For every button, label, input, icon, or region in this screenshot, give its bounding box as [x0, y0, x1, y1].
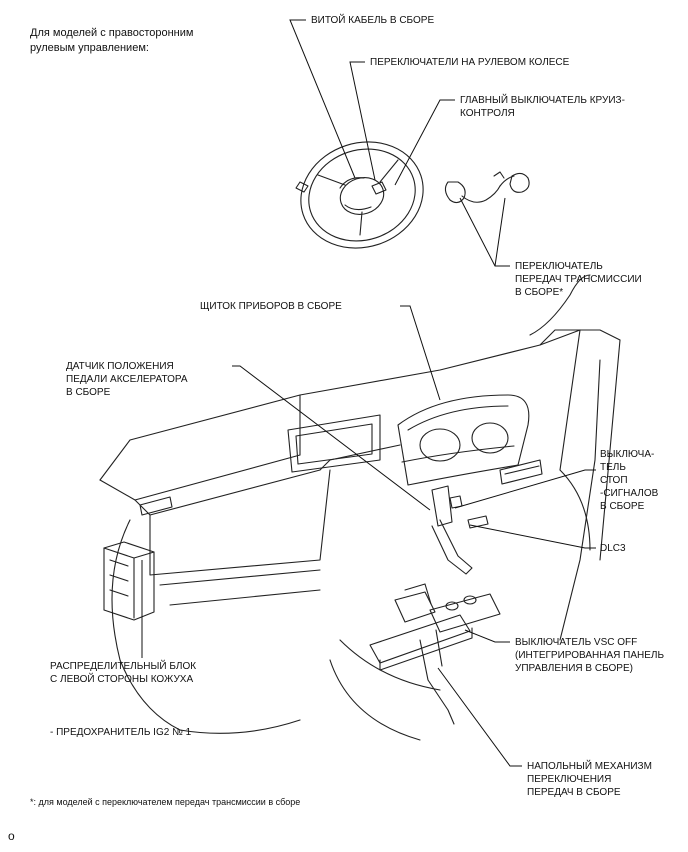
pedal-illustration — [431, 485, 489, 575]
cruise-main-switch-label: ГЛАВНЫЙ ВЫКЛЮЧАТЕЛЬ КРУИЗ- КОНТРОЛЯ — [460, 95, 625, 119]
combination-meter-illustration — [397, 394, 530, 486]
combination-meter-label: ЩИТОК ПРИБОРОВ В СБОРЕ — [200, 301, 342, 312]
leader-lines — [141, 19, 596, 767]
stop-light-switch-label: ВЫКЛЮЧА- ТЕЛЬ СТОП -СИГНАЛОВ В СБОРЕ — [600, 449, 659, 512]
page-marker: o — [8, 829, 15, 843]
spiral-cable-label: ВИТОЙ КАБЕЛЬ В СБОРЕ — [311, 15, 435, 26]
shift-paddle-illustration — [444, 171, 530, 204]
junction-block-illustration — [103, 541, 155, 621]
fuse-label: - ПРЕДОХРАНИТЕЛЬ IG2 № 1 — [50, 727, 192, 738]
transmission-shift-switch-label: ПЕРЕКЛЮЧАТЕЛЬ ПЕРЕДАЧ ТРАНСМИССИИ В СБОР… — [515, 261, 642, 298]
dlc3-label: DLC3 — [600, 543, 626, 554]
junction-block-label: РАСПРЕДЕЛИТЕЛЬНЫЙ БЛОК С ЛЕВОЙ СТОРОНЫ К… — [50, 661, 197, 685]
steering-pad-switch-label: ПЕРЕКЛЮЧАТЕЛИ НА РУЛЕВОМ КОЛЕСЕ — [370, 57, 570, 68]
header-note: Для моделей с правосторонним рулевым упр… — [30, 27, 194, 54]
vsc-off-switch-label: ВЫКЛЮЧАТЕЛЬ VSC OFF (ИНТЕГРИРОВАННАЯ ПАН… — [515, 637, 665, 674]
dashboard-illustration — [99, 274, 621, 734]
steering-wheel-illustration — [295, 141, 424, 249]
accel-pedal-sensor-label: ДАТЧИК ПОЛОЖЕНИЯ ПЕДАЛИ АКСЕЛЕРАТОРА В С… — [66, 361, 188, 398]
floor-shift-label: НАПОЛЬНЫЙ МЕХАНИЗМ ПЕРЕКЛЮЧЕНИЯ ПЕРЕДАЧ … — [527, 761, 652, 798]
footnote: *: для моделей с переключателем передач … — [30, 797, 301, 807]
center-console-illustration — [329, 583, 501, 741]
